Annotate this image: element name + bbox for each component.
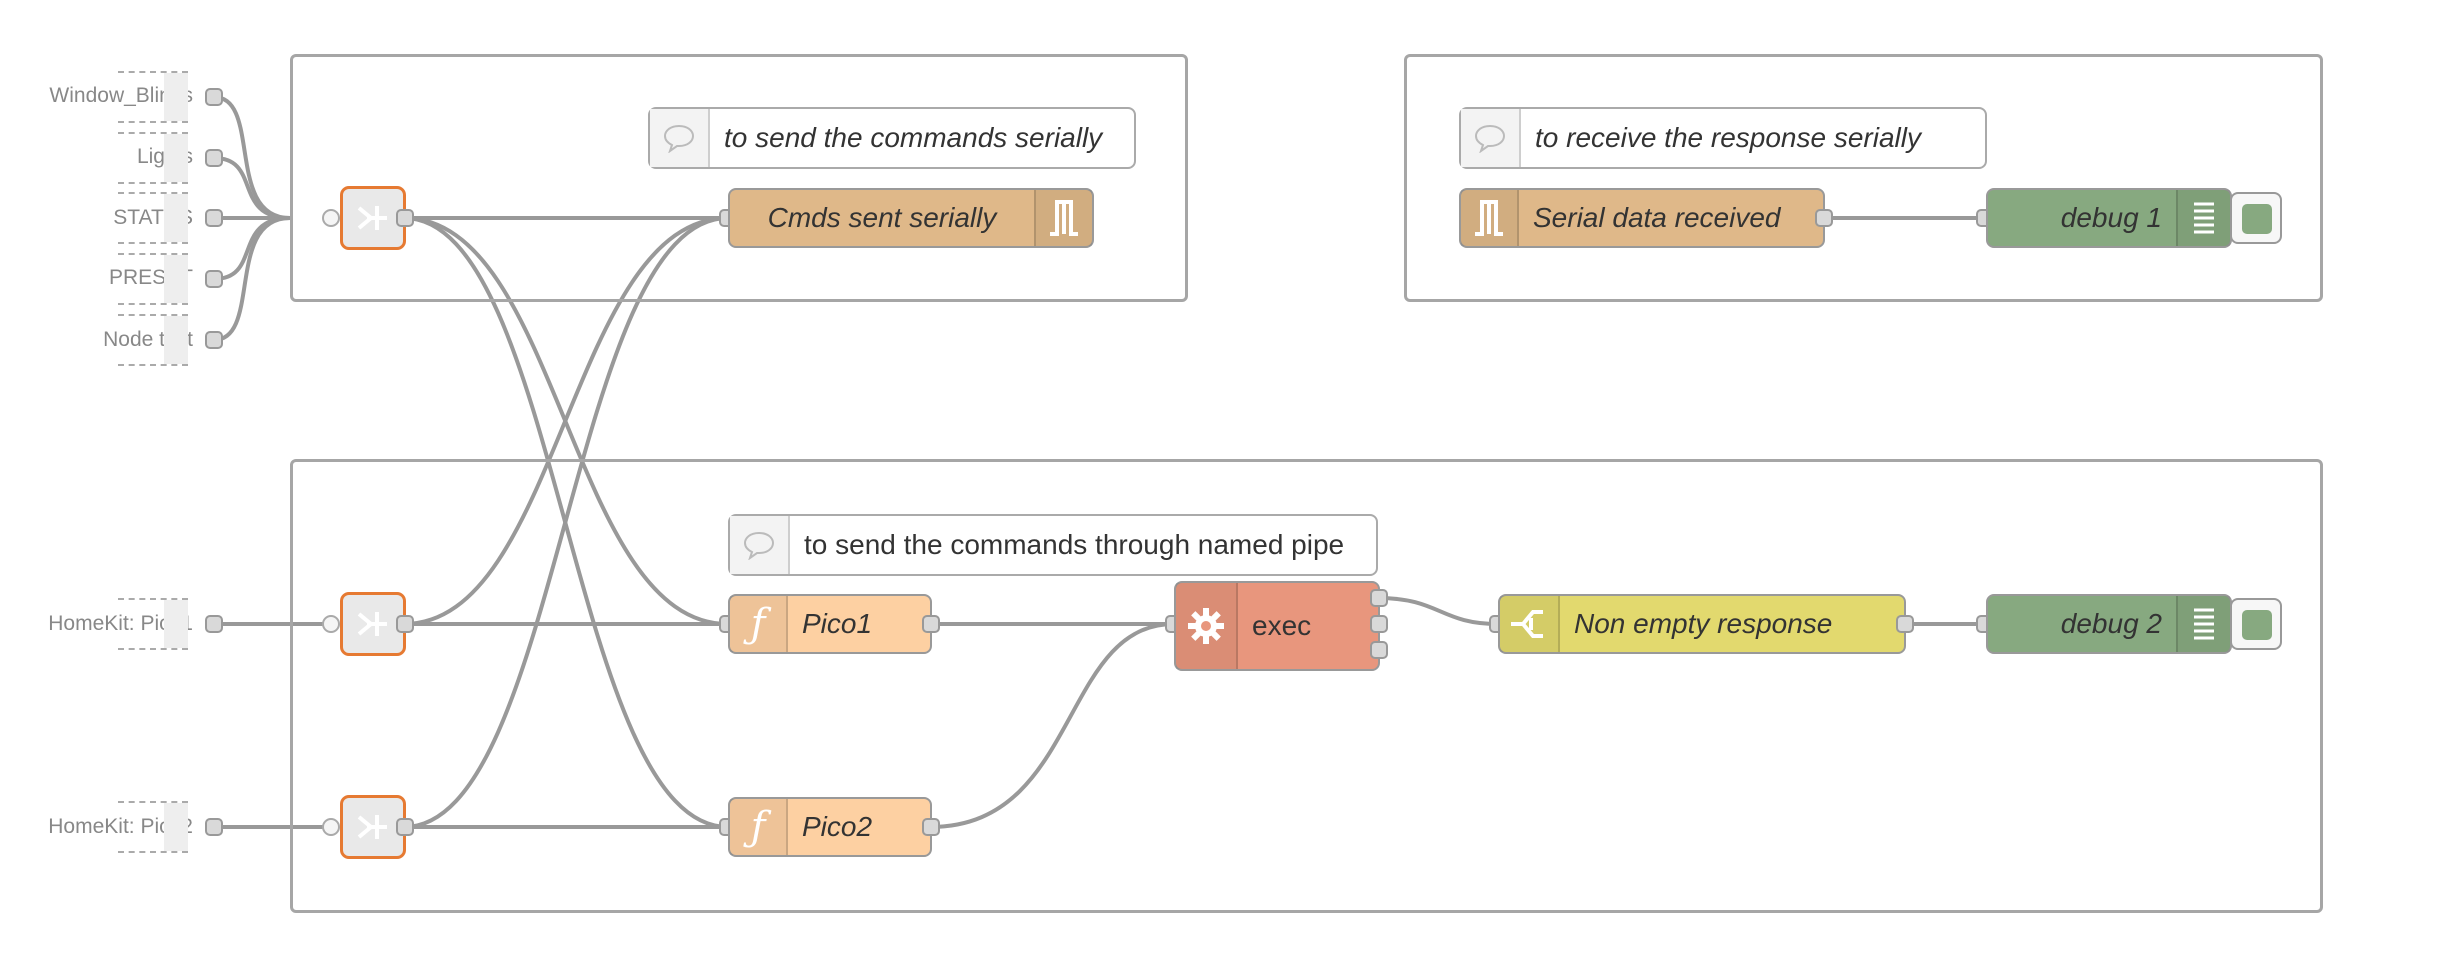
homekit-node-pico1[interactable] xyxy=(118,598,188,650)
output-port[interactable] xyxy=(205,270,223,288)
link-in-node-1[interactable] xyxy=(340,186,406,250)
node-label: exec xyxy=(1252,610,1312,641)
serial-out-node[interactable]: Cmds sent serially xyxy=(728,188,1094,248)
group-serial-receive[interactable] xyxy=(1404,54,2323,302)
output-port-stderr[interactable] xyxy=(1370,615,1388,633)
node-label: Non empty response xyxy=(1574,608,1833,639)
input-port[interactable] xyxy=(322,818,340,836)
homekit-node-preset[interactable] xyxy=(118,253,188,305)
switch-icon xyxy=(1500,596,1560,652)
comment-text: to receive the response serially xyxy=(1535,122,1921,153)
input-label-pico1: HomeKit: Pico1 xyxy=(48,612,193,635)
link-in-icon xyxy=(343,595,403,653)
serial-port-icon xyxy=(1461,190,1519,246)
comment-node-named-pipe[interactable]: to send the commands through named pipe xyxy=(728,514,1378,576)
input-label-pico2: HomeKit: Pico2 xyxy=(48,815,193,838)
wire xyxy=(403,216,729,829)
comment-icon xyxy=(730,516,790,574)
output-port[interactable] xyxy=(205,209,223,227)
function-node-pico2[interactable]: ƒ Pico2 xyxy=(728,797,932,857)
wire xyxy=(403,216,729,626)
comment-icon xyxy=(1461,109,1521,167)
output-port[interactable] xyxy=(205,818,223,836)
output-port[interactable] xyxy=(1815,209,1833,227)
homekit-node-window-blinds[interactable] xyxy=(118,71,188,123)
node-label: debug 1 xyxy=(2060,202,2162,233)
node-label: Pico2 xyxy=(802,811,873,842)
homekit-node-node-test[interactable] xyxy=(118,314,188,366)
debug-toggle-button[interactable] xyxy=(2230,192,2282,244)
debug-toggle-button[interactable] xyxy=(2230,598,2282,650)
homekit-node-lights[interactable] xyxy=(118,132,188,184)
input-port[interactable] xyxy=(322,209,340,227)
gear-icon xyxy=(1176,583,1238,669)
serial-port-icon xyxy=(1034,190,1092,246)
output-port[interactable] xyxy=(1896,615,1914,633)
output-port[interactable] xyxy=(205,149,223,167)
node-label: Pico1 xyxy=(802,608,873,639)
function-node-pico1[interactable]: ƒ Pico1 xyxy=(728,594,932,654)
serial-in-node[interactable]: Serial data received xyxy=(1459,188,1825,248)
function-icon: ƒ xyxy=(730,799,788,855)
comment-text: to send the commands serially xyxy=(724,122,1103,153)
node-label: Cmds sent serially xyxy=(767,202,997,233)
comment-node-receive-serially[interactable]: to receive the response serially xyxy=(1459,107,1987,169)
output-port[interactable] xyxy=(205,88,223,106)
input-port[interactable] xyxy=(322,615,340,633)
debug-node-2[interactable]: debug 2 xyxy=(1986,594,2232,654)
node-label: debug 2 xyxy=(2060,608,2162,639)
wire xyxy=(929,622,1175,829)
wire xyxy=(213,216,291,342)
link-in-icon xyxy=(343,798,403,856)
homekit-node-pico2[interactable] xyxy=(118,801,188,853)
switch-node-non-empty[interactable]: Non empty response xyxy=(1498,594,1906,654)
homekit-node-status[interactable] xyxy=(118,192,188,244)
link-in-node-3[interactable] xyxy=(340,795,406,859)
output-port[interactable] xyxy=(205,331,223,349)
output-port[interactable] xyxy=(396,615,414,633)
output-port-stdout[interactable] xyxy=(1370,589,1388,607)
input-label-window-blinds: Window_Blinds xyxy=(49,84,193,107)
output-port[interactable] xyxy=(396,209,414,227)
group-serial-send[interactable] xyxy=(290,54,1188,302)
debug-node-1[interactable]: debug 1 xyxy=(1986,188,2232,248)
group-named-pipe[interactable] xyxy=(290,459,2323,913)
output-port[interactable] xyxy=(205,615,223,633)
output-port[interactable] xyxy=(922,615,940,633)
wire xyxy=(213,156,291,220)
link-in-icon xyxy=(343,189,403,247)
function-icon: ƒ xyxy=(730,596,788,652)
output-port[interactable] xyxy=(396,818,414,836)
node-label: Serial data received xyxy=(1533,202,1781,233)
comment-node-send-serially[interactable]: to send the commands serially xyxy=(648,107,1136,169)
comment-icon xyxy=(650,109,710,167)
wire xyxy=(1377,596,1499,626)
output-port[interactable] xyxy=(922,818,940,836)
output-port-rc[interactable] xyxy=(1370,641,1388,659)
debug-list-icon xyxy=(2176,596,2230,652)
comment-text: to send the commands through named pipe xyxy=(804,529,1345,560)
debug-list-icon xyxy=(2176,190,2230,246)
exec-node[interactable]: exec xyxy=(1174,581,1380,671)
